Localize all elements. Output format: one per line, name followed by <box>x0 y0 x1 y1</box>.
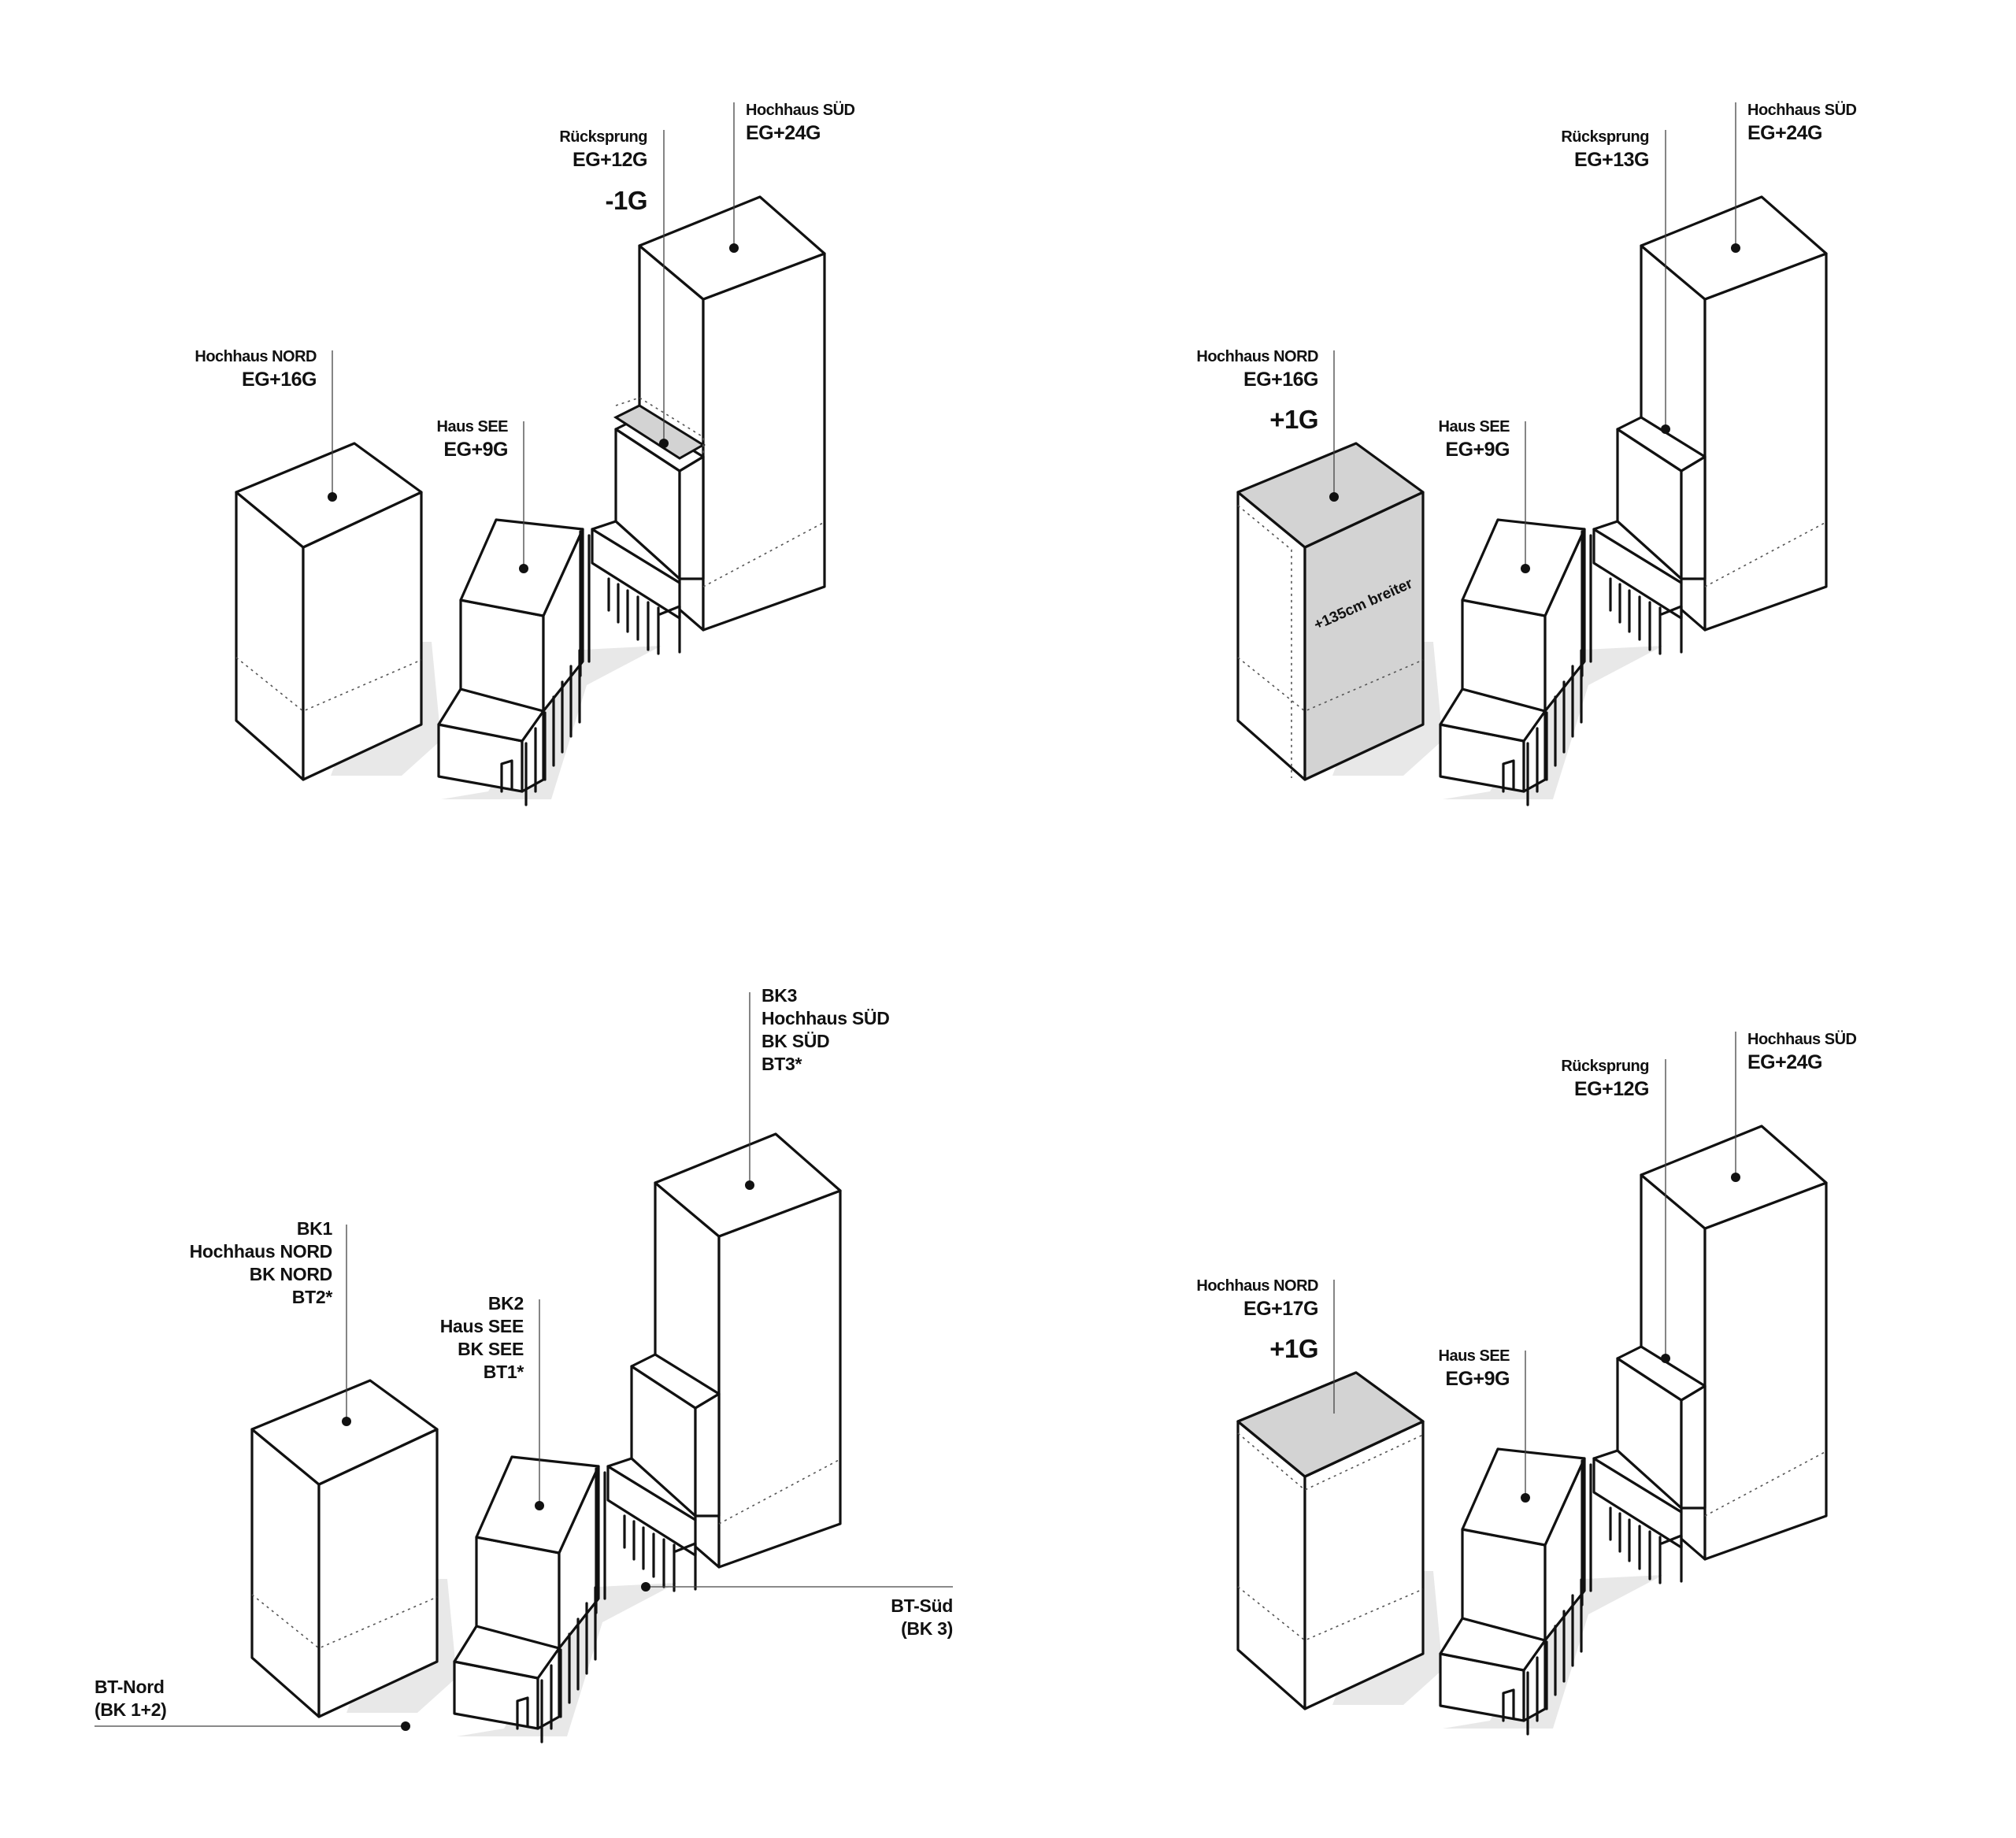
br-rueck-floors: EG+12G <box>1574 1078 1649 1100</box>
tr-sued-name: Hochhaus SÜD <box>1747 101 1857 119</box>
bl-btnord-0: BT-Nord <box>94 1677 165 1697</box>
br-nord-floors: EG+17G <box>1243 1298 1318 1320</box>
tl-see-floors: EG+9G <box>443 439 508 461</box>
bl-bk2-0: BK2 <box>488 1293 524 1314</box>
bl-bk3-3: BT3* <box>762 1054 802 1074</box>
tl-sued-name: Hochhaus SÜD <box>746 101 855 119</box>
bl-btnord-1: (BK 1+2) <box>94 1699 167 1720</box>
bl-bk1-3: BT2* <box>292 1287 333 1307</box>
tr-rueck-floors: EG+13G <box>1574 149 1649 171</box>
tl-rueck-name: Rücksprung <box>559 128 647 146</box>
tl-rueck-floors: EG+12G <box>573 149 647 171</box>
tl-nord-name: Hochhaus NORD <box>195 348 317 365</box>
panel-top-left: Hochhaus NORD EG+16G Haus SEE EG+9G Rück… <box>195 101 855 806</box>
bl-bk3-0: BK3 <box>762 985 797 1006</box>
br-sued-name: Hochhaus SÜD <box>1747 1030 1857 1048</box>
tl-nord-floors: EG+16G <box>242 369 317 391</box>
tr-nord-floors: EG+16G <box>1243 369 1318 391</box>
tl-see-name: Haus SEE <box>437 418 509 435</box>
br-sued-floors: EG+24G <box>1747 1051 1822 1073</box>
br-nord-change: +1G <box>1269 1334 1318 1363</box>
panel-top-right: +135cm breiter Hochhaus NORD EG+16G +1G … <box>1196 101 1857 806</box>
tr-nord-name: Hochhaus NORD <box>1196 348 1318 365</box>
bl-bk2-1: Haus SEE <box>440 1316 524 1336</box>
tr-rueck-name: Rücksprung <box>1561 128 1649 146</box>
br-see-floors: EG+9G <box>1445 1368 1510 1390</box>
br-see-name: Haus SEE <box>1439 1347 1510 1365</box>
tr-sued-floors: EG+24G <box>1747 122 1822 144</box>
bl-btsued-1: (BK 3) <box>901 1618 953 1639</box>
bl-bk1-1: Hochhaus NORD <box>190 1241 332 1262</box>
br-rueck-name: Rücksprung <box>1561 1058 1649 1075</box>
tr-nord-change: +1G <box>1269 405 1318 434</box>
tl-rueck-change: -1G <box>605 186 647 215</box>
bl-btsued-0: BT-Süd <box>891 1595 953 1616</box>
bl-bk2-3: BT1* <box>484 1362 524 1382</box>
bl-bk1-0: BK1 <box>297 1218 333 1239</box>
tr-see-floors: EG+9G <box>1445 439 1510 461</box>
bl-bk2-2: BK SEE <box>458 1339 524 1359</box>
tl-sued-floors: EG+24G <box>746 122 821 144</box>
br-nord-name: Hochhaus NORD <box>1196 1277 1318 1295</box>
bl-bk3-2: BK SÜD <box>762 1031 829 1051</box>
panel-bottom-left: BK1 Hochhaus NORD BK NORD BT2* BK2 Haus … <box>94 985 953 1744</box>
bl-bk1-2: BK NORD <box>250 1264 332 1284</box>
bl-bk3-1: Hochhaus SÜD <box>762 1008 890 1028</box>
panel-bottom-right: Hochhaus NORD EG+17G +1G Haus SEE EG+9G … <box>1196 1030 1857 1736</box>
tr-see-name: Haus SEE <box>1439 418 1510 435</box>
